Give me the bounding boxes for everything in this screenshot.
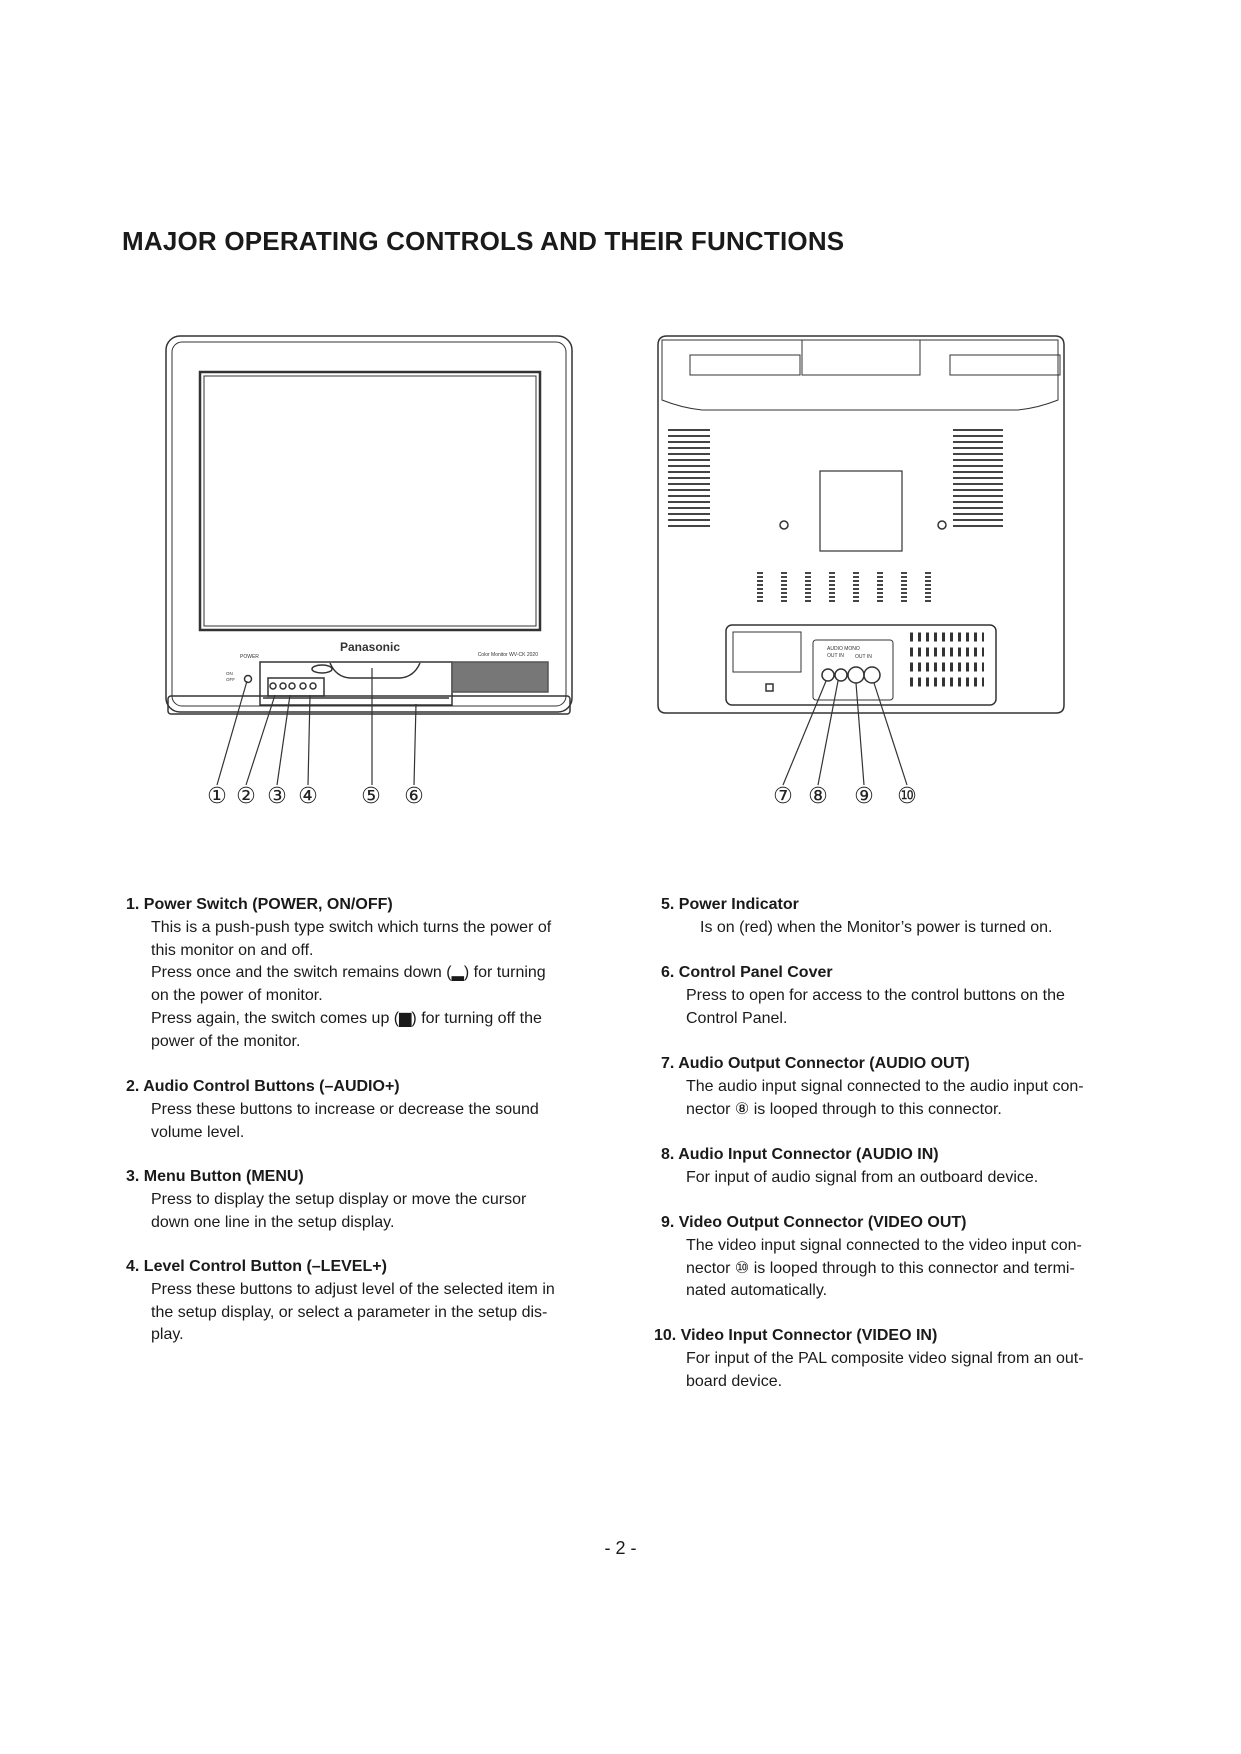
item-text-line: This is a push-push type switch which tu… xyxy=(151,918,552,936)
description-item: 2. Audio Control Buttons (–AUDIO+) Press … xyxy=(126,1076,539,1144)
item-text-line: The audio input signal connected to the … xyxy=(686,1077,1084,1095)
on-label: ON xyxy=(226,671,233,676)
item-heading: 8. Audio Input Connector (AUDIO IN) xyxy=(661,1146,939,1163)
page-title: MAJOR OPERATING CONTROLS AND THEIR FUNCT… xyxy=(122,226,845,256)
item-heading: 1. Power Switch (POWER, ON/OFF) xyxy=(126,896,393,913)
callout-5: ⑤ xyxy=(361,784,381,809)
video-in-connector xyxy=(863,666,881,684)
item-text-line: Is on (red) when the Monitor’s power is … xyxy=(700,918,1053,936)
item-text-line: Press to open for access to the control … xyxy=(686,986,1065,1004)
item-text-line: board device. xyxy=(686,1372,783,1390)
audio-in-connector xyxy=(834,668,848,682)
item-heading: 9. Video Output Connector (VIDEO OUT) xyxy=(661,1214,967,1231)
item-heading: 4. Level Control Button (–LEVEL+) xyxy=(126,1258,387,1275)
item-heading: 2. Audio Control Buttons (–AUDIO+) xyxy=(126,1078,400,1095)
callout-4: ④ xyxy=(298,784,318,809)
monitor-illustrations: Panasonic Color Monitor WV-CK 2020 POWER… xyxy=(165,335,1065,809)
power-switch xyxy=(243,674,253,684)
item-heading: 5. Power Indicator xyxy=(661,896,799,913)
callout-2: ② xyxy=(236,784,256,809)
callout-10: ⑩ xyxy=(897,784,917,809)
audio-mono-label: AUDIO MONO xyxy=(827,646,860,652)
item-text-line: volume level. xyxy=(151,1123,245,1141)
callout-8: ⑧ xyxy=(808,784,828,809)
item-heading: 3. Menu Button (MENU) xyxy=(126,1168,304,1185)
power-label: POWER xyxy=(240,654,259,660)
item-text-line: nated automatically. xyxy=(686,1282,828,1300)
item-text-line: For input of audio signal from an outboa… xyxy=(686,1168,1039,1186)
item-text-line: Press again, the switch comes up (▆) for… xyxy=(151,1009,542,1027)
item-text-line: power of the monitor. xyxy=(151,1032,301,1050)
item-text-line: play. xyxy=(151,1326,184,1344)
callout-7: ⑦ xyxy=(773,784,793,809)
description-item: 7. Audio Output Connector (AUDIO OUT) The… xyxy=(661,1053,1084,1121)
page-number: - 2 - xyxy=(604,1538,637,1558)
audio-out-connector xyxy=(821,668,835,682)
callout-9: ⑨ xyxy=(854,784,874,809)
audio-out-in-label: OUT IN xyxy=(827,653,844,659)
description-item: 1. Power Switch (POWER, ON/OFF) This is a… xyxy=(126,894,551,1054)
item-text-line: the setup display, or select a parameter… xyxy=(151,1303,548,1321)
item-text-line: nector ⑩ is looped through to this conne… xyxy=(686,1259,1075,1277)
description-item: 5. Power Indicator Is on (red) when the M… xyxy=(661,894,1052,940)
model-label: Color Monitor WV-CK 2020 xyxy=(478,652,539,658)
description-item: 9. Video Output Connector (VIDEO OUT) The… xyxy=(661,1212,1082,1303)
item-heading: 6. Control Panel Cover xyxy=(661,964,833,981)
off-label: OFF xyxy=(226,677,235,682)
callout-1: ① xyxy=(207,784,227,809)
item-text-line: For input of the PAL composite video sig… xyxy=(686,1349,1084,1367)
description-item: 3. Menu Button (MENU) Press to display th… xyxy=(126,1166,526,1234)
item-text-line: The video input signal connected to the … xyxy=(686,1236,1082,1254)
item-text-line: on the power of monitor. xyxy=(151,987,323,1005)
rear-view-figure: AUDIO MONO OUT IN OUT IN ⑦ ⑧ ⑨ ⑩ xyxy=(657,335,1065,809)
item-text-line: nector ⑧ is looped through to this conne… xyxy=(686,1100,1002,1118)
video-out-connector xyxy=(847,666,865,684)
description-item: 10. Video Input Connector (VIDEO IN) For … xyxy=(654,1325,1084,1393)
item-text-line: down one line in the setup display. xyxy=(151,1213,395,1231)
callout-3: ③ xyxy=(267,784,287,809)
item-text-line: Press once and the switch remains down (… xyxy=(151,964,546,982)
item-text-line: Press these buttons to increase or decre… xyxy=(151,1100,539,1118)
callout-6: ⑥ xyxy=(404,784,424,809)
item-heading: 10. Video Input Connector (VIDEO IN) xyxy=(654,1327,938,1344)
item-heading: 7. Audio Output Connector (AUDIO OUT) xyxy=(661,1055,970,1072)
description-item: 4. Level Control Button (–LEVEL+) Press t… xyxy=(126,1256,555,1347)
video-out-in-label: OUT IN xyxy=(855,654,872,660)
item-text-line: Press to display the setup display or mo… xyxy=(151,1190,527,1208)
description-item: 8. Audio Input Connector (AUDIO IN) For i… xyxy=(661,1144,1038,1190)
brand-logo: Panasonic xyxy=(340,640,400,654)
item-text-line: Control Panel. xyxy=(686,1009,788,1027)
item-text-line: this monitor on and off. xyxy=(151,941,314,959)
front-view-figure: Panasonic Color Monitor WV-CK 2020 POWER… xyxy=(165,335,573,809)
item-text-line: Press these buttons to adjust level of t… xyxy=(151,1280,555,1298)
